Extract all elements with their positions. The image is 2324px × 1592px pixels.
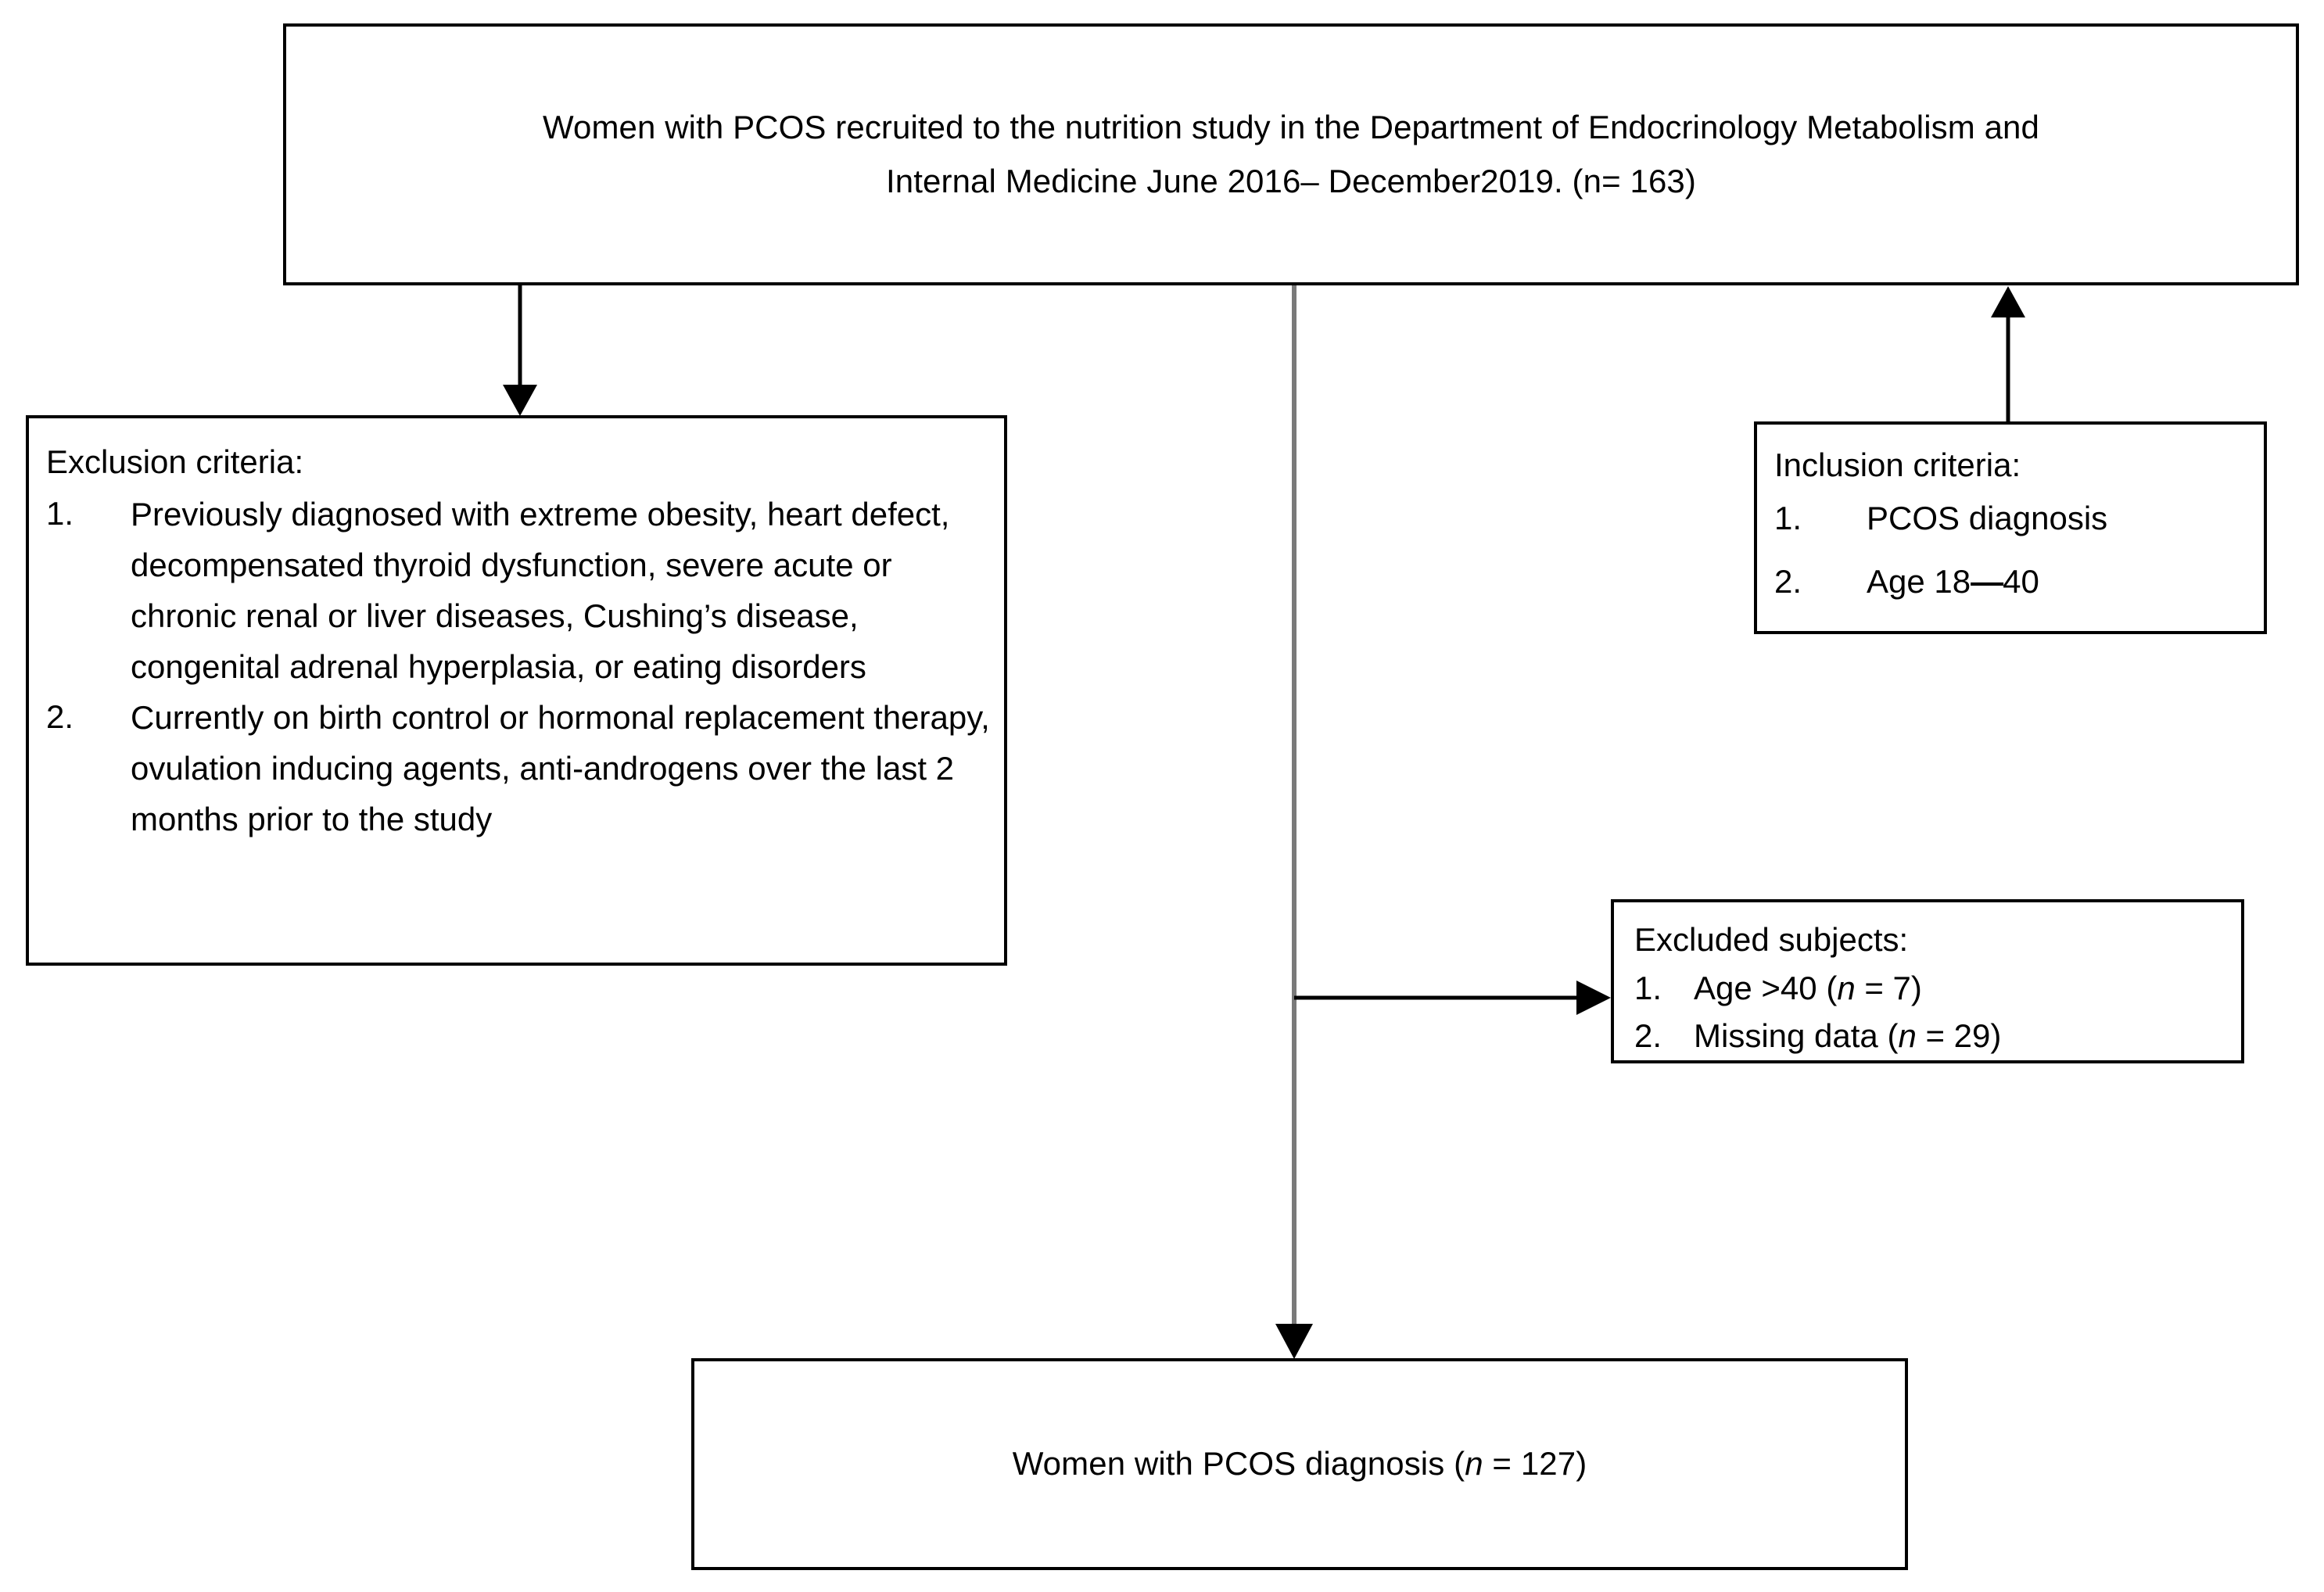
exclusion-criteria-box: Exclusion criteria: 1. Previously diagno… <box>26 415 1007 966</box>
excluded-item-1-prefix: Age >40 ( <box>1694 969 1838 1006</box>
inclusion-item-2-number: 2. <box>1774 563 1802 601</box>
final-cohort-prefix: Women with PCOS diagnosis ( <box>1012 1445 1465 1483</box>
inclusion-item-1: 1. PCOS diagnosis <box>1774 493 2253 543</box>
excluded-item-1-suffix: = 7) <box>1855 969 1922 1006</box>
exclusion-item-1-number: 1. <box>46 494 74 532</box>
inclusion-item-1-text: PCOS diagnosis <box>1867 499 2108 536</box>
excluded-list: 1. Age >40 (n = 7) 2. Missing data (n = … <box>1634 965 2230 1060</box>
final-cohort-box: Women with PCOS diagnosis (n = 127) <box>691 1358 1908 1570</box>
excluded-item-2: 2. Missing data (n = 29) <box>1634 1013 2230 1060</box>
excluded-item-2-number: 2. <box>1634 1017 1662 1054</box>
excluded-item-1-number: 1. <box>1634 969 1662 1006</box>
inclusion-item-1-number: 1. <box>1774 499 1802 536</box>
age-range-dash: — <box>1971 563 2003 601</box>
age-range-suffix: 40 <box>2003 563 2039 601</box>
excluded-item-2-prefix: Missing data ( <box>1694 1017 1899 1054</box>
excluded-item-1-n: n <box>1837 969 1856 1006</box>
excluded-item-2-text: Missing data (n = 29) <box>1694 1013 2230 1060</box>
recruitment-line-2: Internal Medicine June 2016– December201… <box>886 162 1696 199</box>
excluded-item-1-text: Age >40 (n = 7) <box>1694 965 2230 1013</box>
inclusion-item-2-text: Age 18—40 <box>1867 557 2253 607</box>
excluded-heading: Excluded subjects: <box>1634 921 1909 958</box>
arrow-spine-to-excluded <box>1294 981 1611 1015</box>
excluded-item-2-n: n <box>1898 1017 1917 1054</box>
excluded-item-2-suffix: = 29) <box>1916 1017 2002 1054</box>
excluded-item-1: 1. Age >40 (n = 7) <box>1634 965 2230 1013</box>
exclusion-heading: Exclusion criteria: <box>46 443 304 480</box>
exclusion-list: 1. Previously diagnosed with extreme obe… <box>46 489 990 845</box>
exclusion-item-2-number: 2. <box>46 698 74 735</box>
inclusion-criteria-box: Inclusion criteria: 1. PCOS diagnosis 2.… <box>1754 421 2267 634</box>
inclusion-heading: Inclusion criteria: <box>1774 446 2021 483</box>
exclusion-item-2-text: Currently on birth control or hormonal r… <box>131 699 990 838</box>
inclusion-list: 1. PCOS diagnosis 2. Age 18—40 <box>1774 493 2253 622</box>
exclusion-item-1: 1. Previously diagnosed with extreme obe… <box>46 489 990 692</box>
arrow-main-spine <box>1275 285 1313 1359</box>
recruitment-box: Women with PCOS recruited to the nutriti… <box>283 23 2299 285</box>
final-cohort-n: n <box>1465 1445 1483 1483</box>
arrow-top-to-exclusion <box>503 285 537 416</box>
inclusion-item-2: 2. Age 18—40 <box>1774 557 2253 607</box>
excluded-subjects-box: Excluded subjects: 1. Age >40 (n = 7) 2.… <box>1611 899 2244 1063</box>
arrow-inclusion-to-top <box>1991 286 2025 421</box>
exclusion-item-2: 2. Currently on birth control or hormona… <box>46 692 990 844</box>
exclusion-item-1-text: Previously diagnosed with extreme obesit… <box>131 495 950 685</box>
recruitment-line-1: Women with PCOS recruited to the nutriti… <box>543 109 2039 146</box>
final-cohort-suffix: = 127) <box>1483 1445 1587 1483</box>
age-range-prefix: Age 18 <box>1867 563 1971 601</box>
final-cohort-text: Women with PCOS diagnosis (n = 127) <box>1013 1437 1587 1490</box>
